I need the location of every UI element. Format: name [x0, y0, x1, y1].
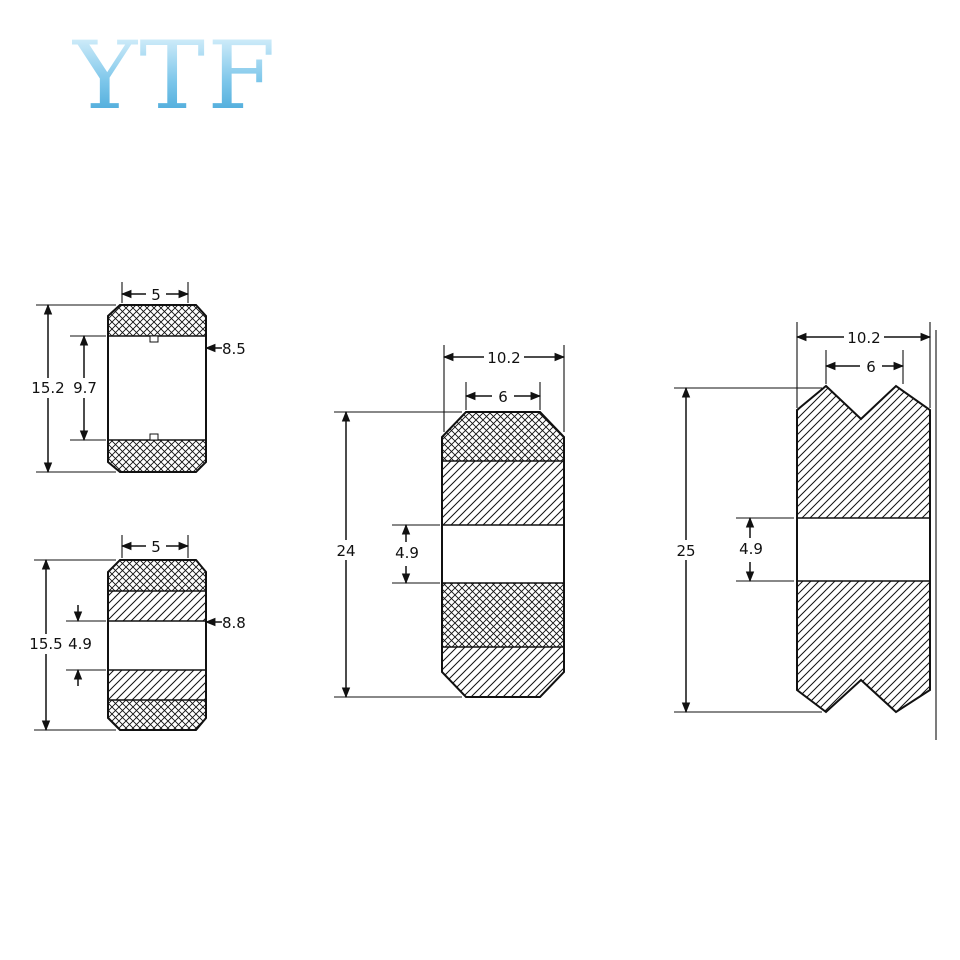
pulley-large: 10.2 6 25 4.9 [672, 322, 937, 740]
dim-height: 15.2 [31, 379, 64, 397]
dim-outer-width: 10.2 [487, 349, 520, 367]
pulley-medium: 10.2 6 24 4.9 [332, 345, 566, 699]
dim-height: 25 [676, 542, 695, 560]
dim-bore: 4.9 [395, 544, 419, 562]
ytf-logo: YTF [72, 22, 278, 131]
pulley-small-b: 5 15.5 4.9 8.8 [24, 535, 246, 732]
dim-bore: 4.9 [739, 540, 763, 558]
dim-height: 15.5 [29, 635, 62, 653]
dim-top-width: 5 [151, 538, 161, 556]
pulley-small-a: 5 15.2 9.7 8.5 [26, 282, 246, 474]
dim-bore: 4.9 [68, 635, 92, 653]
dim-top-width: 5 [151, 286, 161, 304]
dim-height: 24 [336, 542, 355, 560]
dim-outer-width: 10.2 [847, 329, 880, 347]
dim-inner-width: 6 [866, 358, 876, 376]
dim-groove: 8.5 [222, 340, 246, 358]
dim-groove: 8.8 [222, 614, 246, 632]
dim-inner-width: 6 [498, 388, 508, 406]
dim-bore: 9.7 [73, 379, 97, 397]
